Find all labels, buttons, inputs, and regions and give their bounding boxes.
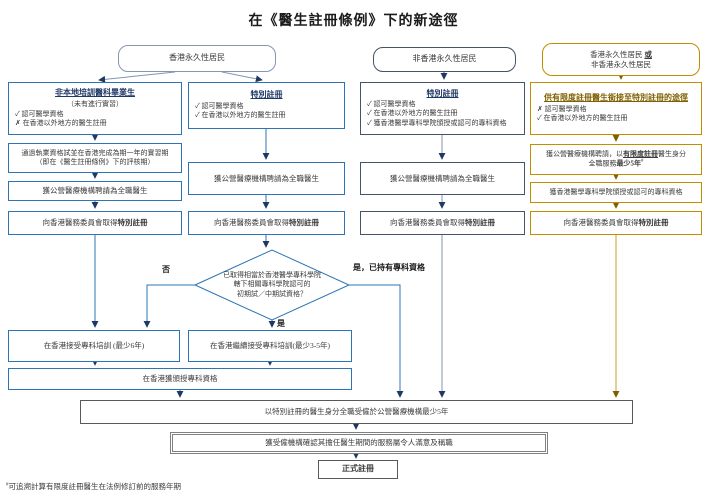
criteria-item: ✓ 獲香港醫學專科學院頒授或認可的專科資格 — [367, 118, 507, 127]
col3-box-fulltime-employment: 獲公營醫療機構聘請為全職醫生 — [360, 162, 525, 195]
box-text: 向香港醫務委員會取得特別註冊 — [390, 218, 495, 228]
header-box-non-hk-permanent: 非香港永久性居民 — [373, 47, 516, 72]
col4-box-limited-reg-service: 獲公營醫療機構聘請，以有限度註冊醫生身分 全職服務最少5年# — [530, 144, 702, 175]
criteria-item: ✓ 在香港以外地方的醫生註冊 — [195, 111, 286, 120]
col4-box-specialist-qualification: 獲香港醫學專科學院頒授或認可的專科資格 — [530, 182, 702, 203]
criteria-list: ✓ 認可醫學資格 ✓ 在香港以外地方的醫生註冊 ✓ 獲香港醫學專科學院頒授或認可… — [361, 100, 524, 128]
header-box-hk-permanent: 香港永久性居民 — [118, 45, 276, 72]
criteria-item: ✗ 在香港以外地方的醫生註冊 — [15, 119, 107, 128]
seg-bold-underline: 有限度註冊 — [623, 150, 658, 159]
box-specialist-training-6y: 在香港接受專科培訓 (最少6年) — [8, 330, 180, 362]
page-title: 在《醫生註冊條例》下的新途徑 — [248, 14, 459, 29]
box-text: 獲受僱機構確認其擔任醫生期間的服務屬令人滿意及稱職 — [265, 438, 453, 448]
seg-bold: 最少5年 — [616, 159, 642, 168]
box-title: 非本地培訓醫科畢業生 — [55, 88, 135, 98]
connector-hk-to-col2 — [221, 71, 263, 83]
box-text: 向香港醫務委員會取得特別註冊 — [43, 218, 148, 228]
decision-line2: 轄下相關專科學院認可的 — [233, 280, 311, 289]
box-text: 向香港醫務委員會取得特別註冊 — [564, 218, 669, 228]
box-text-prefix: 向香港醫務委員會取得 — [214, 218, 289, 228]
col4-box-obtain-special-registration: 向香港醫務委員會取得特別註冊 — [530, 211, 702, 235]
box-text-bold: 特別註冊 — [638, 218, 669, 228]
seg: 醫生身分 — [658, 150, 686, 159]
box-text: 在香港接受專科培訓 (最少6年) — [43, 341, 145, 351]
seg: 全職服務 — [588, 159, 617, 168]
box-text: 在香港獲頒授專科資格 — [142, 374, 218, 384]
box-line1: 通過執業資格試並在香港完成為期一年的實習期 — [21, 148, 169, 157]
box-text: 以特別註冊的醫生身分全職受僱於公營醫療機構最少5年 — [264, 407, 449, 417]
box-continue-training-3-5y: 在香港繼續接受專科培訓(最少3-5年) — [188, 330, 352, 362]
header-box-hk-or-non-hk: 香港永久性居民 或 非香港永久性居民 — [542, 43, 700, 76]
col1-box-obtain-special-registration: 向香港醫務委員會取得特別註冊 — [8, 211, 182, 235]
col2-box-special-registration-criteria: 特別註冊 ✓ 認可醫學資格 ✓ 在香港以外地方的醫生註冊 — [188, 82, 345, 129]
box-text-bold: 特別註冊 — [117, 218, 148, 228]
col2-box-fulltime-employment: 獲公營醫療機構聘請為全職醫生 — [188, 162, 345, 195]
header-line1-prefix: 香港永久性居民 — [590, 49, 645, 59]
criteria-list: ✗ 認可醫學資格 ✓ 在香港以外地方的醫生註冊 — [531, 105, 701, 124]
box-text: 向香港醫務委員會取得特別註冊 — [214, 218, 319, 228]
col1-box-non-local-graduates: 非本地培訓醫科畢業生 （未有進行實習） ✓ 認可醫學資格 ✗ 在香港以外地方的醫… — [8, 82, 182, 135]
box-line2: （即在《醫生註冊條例》下的評核期） — [35, 158, 155, 166]
col2-box-obtain-special-registration: 向香港醫務委員會取得特別註冊 — [188, 211, 345, 235]
label-no: 否 — [162, 265, 170, 274]
label-yes: 是 — [277, 319, 285, 328]
box-line2: 全職服務最少5年# — [589, 159, 644, 168]
decision-line3: 初期試／中期試資格？ — [237, 289, 307, 298]
criteria-item: ✓ 在香港以外地方的醫生註冊 — [537, 114, 628, 123]
box-text-bold: 特別註冊 — [289, 218, 319, 228]
col3-box-obtain-special-registration: 向香港醫務委員會取得特別註冊 — [360, 211, 525, 235]
box-title: 特別註冊 — [426, 88, 459, 98]
col1-box-fulltime-employment: 獲公營醫療機構聘請為全職醫生 — [8, 181, 182, 201]
criteria-list: ✓ 認可醫學資格 ✓ 在香港以外地方的醫生註冊 — [189, 102, 344, 121]
box-text: 獲香港醫學專科學院頒授或認可的專科資格 — [549, 187, 683, 196]
col4-box-limited-reg-pathway: 供有限度註冊醫生銜接至特別註冊的途徑 ✗ 認可醫學資格 ✓ 在香港以外地方的醫生… — [530, 82, 702, 135]
box-employer-confirmation: 獲受僱機構確認其擔任醫生期間的服務屬令人滿意及稱職 — [170, 432, 548, 454]
box-text: 正式註冊 — [342, 464, 374, 474]
box-subtitle: （未有進行實習） — [67, 99, 123, 108]
box-employed-5-years: 以特別註冊的醫生身分全職受僱於公營醫療機構最少5年 — [80, 400, 633, 424]
footnote-text: 可追溯計算有限度註冊醫生在法例修訂前的服務年期 — [8, 482, 182, 491]
decision-question: 已取得相當於香港醫學專科學院 轄下相關專科學院認可的 初期試／中期試資格？ — [200, 258, 344, 312]
footnote: #可追溯計算有限度註冊醫生在法例修訂前的服務年期 — [6, 481, 181, 492]
header-line2: 非香港永久性居民 — [591, 59, 651, 69]
col3-box-special-registration-criteria: 特別註冊 ✓ 認可醫學資格 ✓ 在香港以外地方的醫生註冊 ✓ 獲香港醫學專科學院… — [360, 82, 525, 135]
box-title: 供有限度註冊醫生銜接至特別註冊的途徑 — [544, 93, 688, 103]
box-text: 獲公營醫療機構聘請為全職醫生 — [214, 173, 319, 183]
connector-hk-to-col1 — [98, 71, 176, 83]
box-text: 在香港繼續接受專科培訓(最少3-5年) — [210, 341, 330, 351]
criteria-item: ✓ 認可醫學資格 — [367, 100, 416, 109]
decision-line1: 已取得相當於香港醫學專科學院 — [223, 271, 321, 280]
criteria-item: ✓ 認可醫學資格 — [15, 109, 64, 118]
footnote-marker: # — [641, 159, 644, 165]
box-text: 獲公營醫療機構聘請為全職醫生 — [42, 186, 148, 196]
header-line1: 香港永久性居民 或 — [590, 50, 652, 60]
header-label: 非香港永久性居民 — [412, 54, 477, 64]
box-specialist-qualification-awarded: 在香港獲頒授專科資格 — [8, 368, 352, 390]
header-label: 香港永久性居民 — [169, 53, 225, 63]
box-text-prefix: 向香港醫務委員會取得 — [563, 218, 639, 228]
box-title: 特別註冊 — [250, 90, 283, 100]
col1-box-exam-internship: 通過執業資格試並在香港完成為期一年的實習期 （即在《醫生註冊條例》下的評核期） — [8, 143, 182, 173]
box-text-prefix: 向香港醫務委員會取得 — [390, 218, 465, 228]
criteria-item: ✓ 認可醫學資格 — [195, 101, 244, 110]
connector-no-branch — [143, 284, 195, 328]
criteria-list: ✓ 認可醫學資格 ✗ 在香港以外地方的醫生註冊 — [9, 110, 181, 129]
box-line1: 獲公營醫療機構聘請，以有限度註冊醫生身分 — [546, 150, 686, 159]
footnote-marker: # — [6, 482, 9, 488]
criteria-item: ✗ 認可醫學資格 — [537, 104, 587, 113]
header-line1-or: 或 — [644, 49, 652, 59]
seg: 獲公營醫療機構聘請，以 — [546, 150, 623, 159]
box-text-bold: 特別註冊 — [465, 218, 495, 228]
label-yes-specialist: 是，已持有專科資格 — [353, 263, 425, 272]
box-text-prefix: 向香港醫務委員會取得 — [42, 218, 118, 228]
connector-yes-specialist-branch — [349, 284, 404, 398]
box-text: 獲公營醫療機構聘請為全職醫生 — [390, 173, 495, 183]
criteria-item: ✓ 在香港以外地方的醫生註冊 — [367, 109, 458, 118]
box-formal-registration: 正式註冊 — [318, 460, 398, 479]
